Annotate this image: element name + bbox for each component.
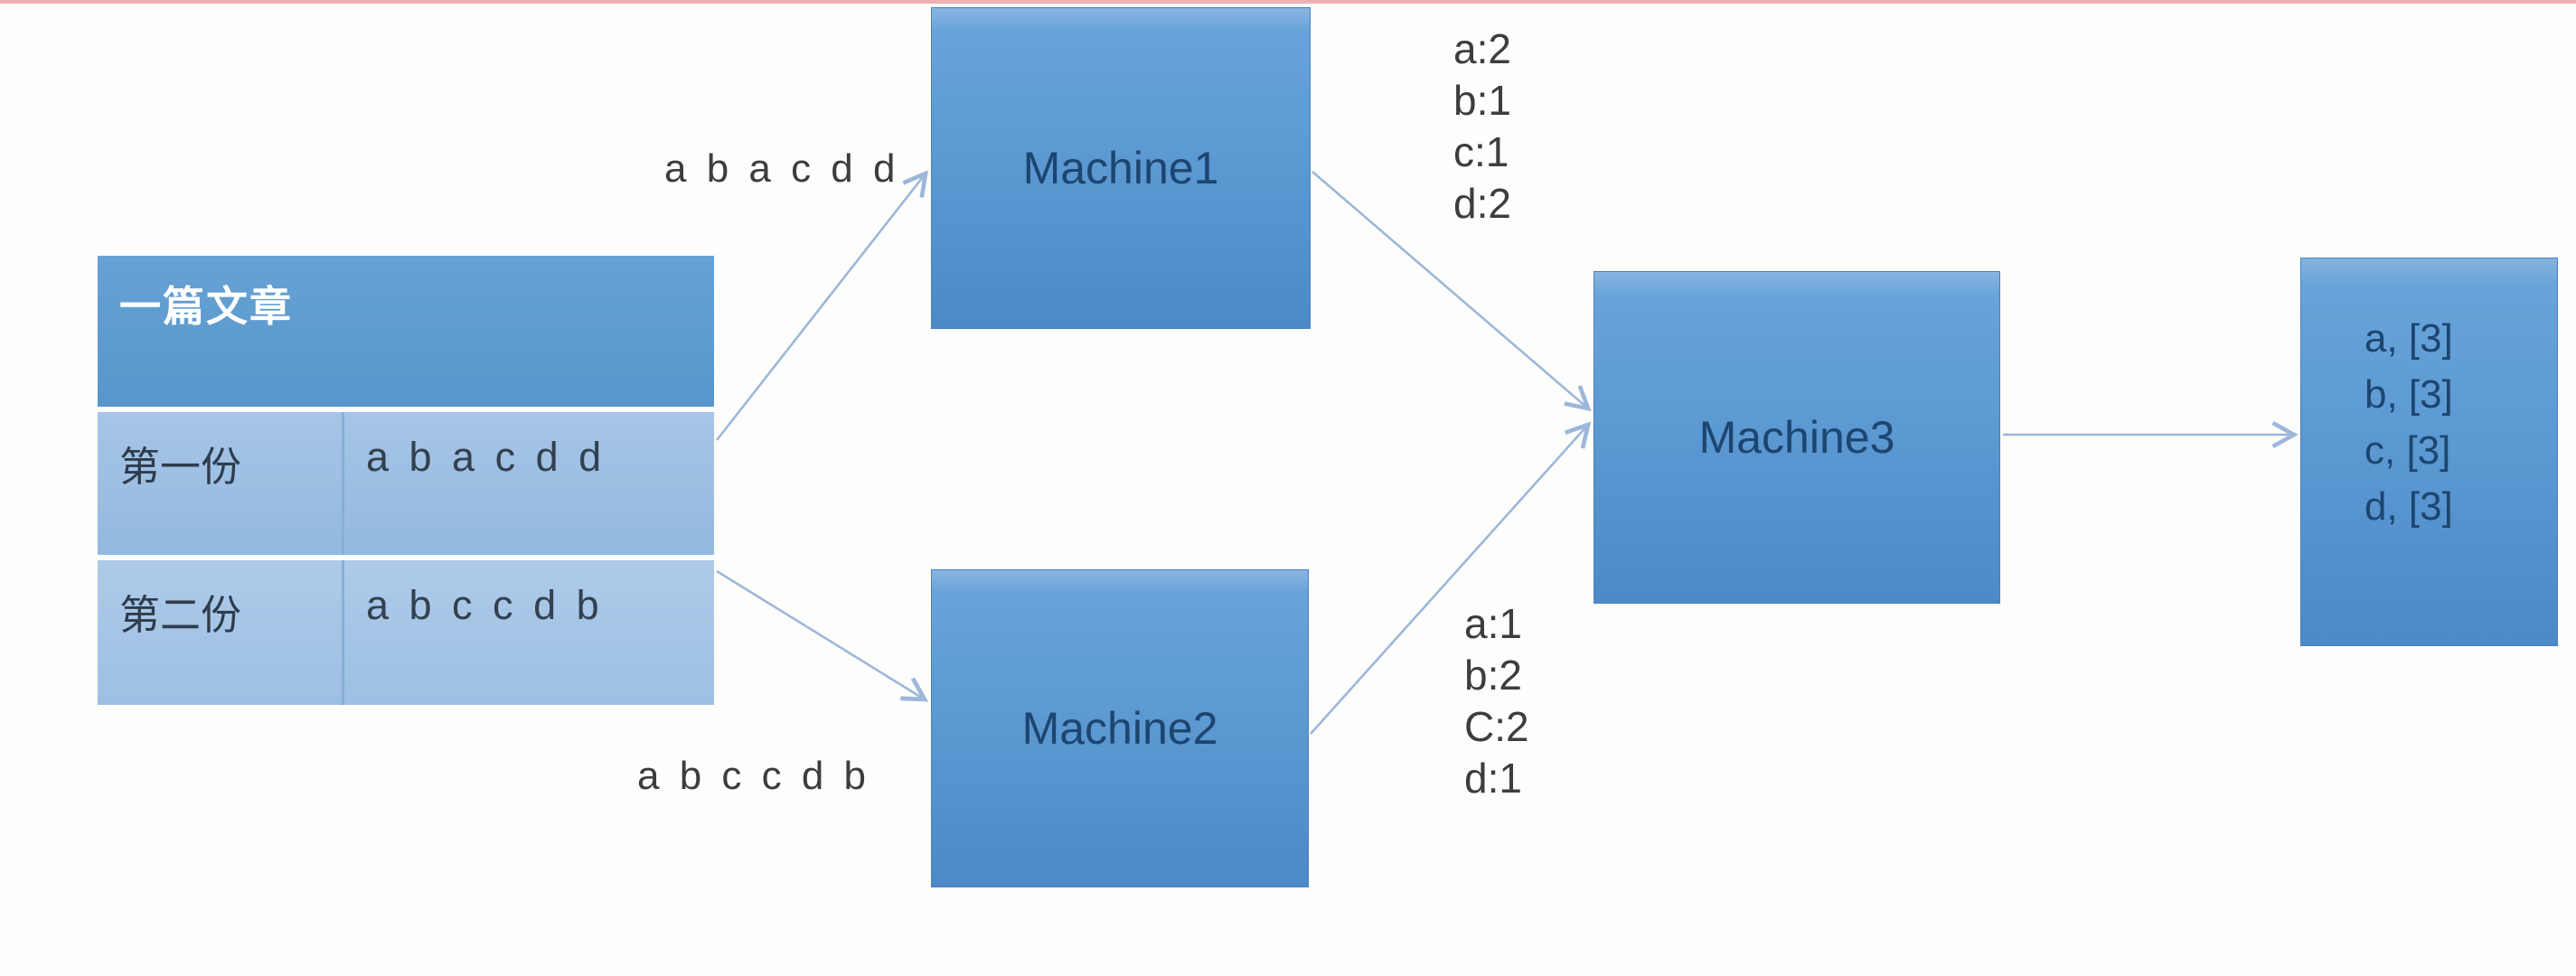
machine1-box: Machine1 bbox=[931, 7, 1311, 329]
count-line: b:1 bbox=[1453, 77, 1511, 124]
machine1-output-counts: a:2 b:1 c:1 d:2 bbox=[1453, 23, 1511, 230]
article-table-header: 一篇文章 bbox=[98, 256, 714, 407]
result-box: a, [3] b, [3] c, [3] d, [3] bbox=[2300, 258, 2558, 646]
row-value: a b c c d b bbox=[342, 560, 714, 705]
count-line: c:1 bbox=[1453, 128, 1509, 175]
count-line: b:2 bbox=[1464, 652, 1522, 699]
result-line: b, [3] bbox=[2364, 372, 2453, 417]
arrow-table-to-machine1 bbox=[715, 170, 928, 441]
table-row: 第一份 a b a c d d bbox=[98, 412, 714, 555]
machine2-label: Machine2 bbox=[1021, 703, 1218, 754]
machine2-box: Machine2 bbox=[931, 569, 1309, 887]
count-line: d:2 bbox=[1453, 180, 1511, 227]
count-line: d:1 bbox=[1464, 755, 1522, 802]
count-line: a:1 bbox=[1464, 600, 1522, 647]
result-line: d, [3] bbox=[2364, 484, 2453, 529]
row-label: 第二份 bbox=[98, 560, 342, 705]
article-table: 一篇文章 第一份 a b a c d d 第二份 a b c c d b bbox=[98, 256, 714, 705]
machine3-box: Machine3 bbox=[1594, 271, 2000, 604]
split2-edge-label: a b c c d b bbox=[637, 754, 871, 798]
machine1-label: Machine1 bbox=[1022, 143, 1219, 193]
row-value: a b a c d d bbox=[342, 412, 714, 555]
table-row: 第二份 a b c c d b bbox=[98, 560, 714, 705]
count-line: C:2 bbox=[1464, 703, 1529, 750]
result-line: c, [3] bbox=[2364, 428, 2451, 473]
article-table-title: 一篇文章 bbox=[119, 283, 293, 330]
split1-edge-label: a b a c d d bbox=[664, 146, 900, 191]
row-label: 第一份 bbox=[98, 412, 342, 555]
result-line: a, [3] bbox=[2364, 316, 2453, 361]
arrow-table-to-machine2 bbox=[716, 569, 929, 702]
arrow-machine2-to-machine3 bbox=[1310, 421, 1592, 735]
top-accent-line bbox=[0, 0, 2576, 4]
machine2-output-counts: a:1 b:2 C:2 d:1 bbox=[1464, 598, 1529, 804]
arrow-machine1-to-machine3 bbox=[1312, 171, 1592, 412]
machine3-label: Machine3 bbox=[1698, 412, 1895, 463]
count-line: a:2 bbox=[1453, 25, 1511, 72]
